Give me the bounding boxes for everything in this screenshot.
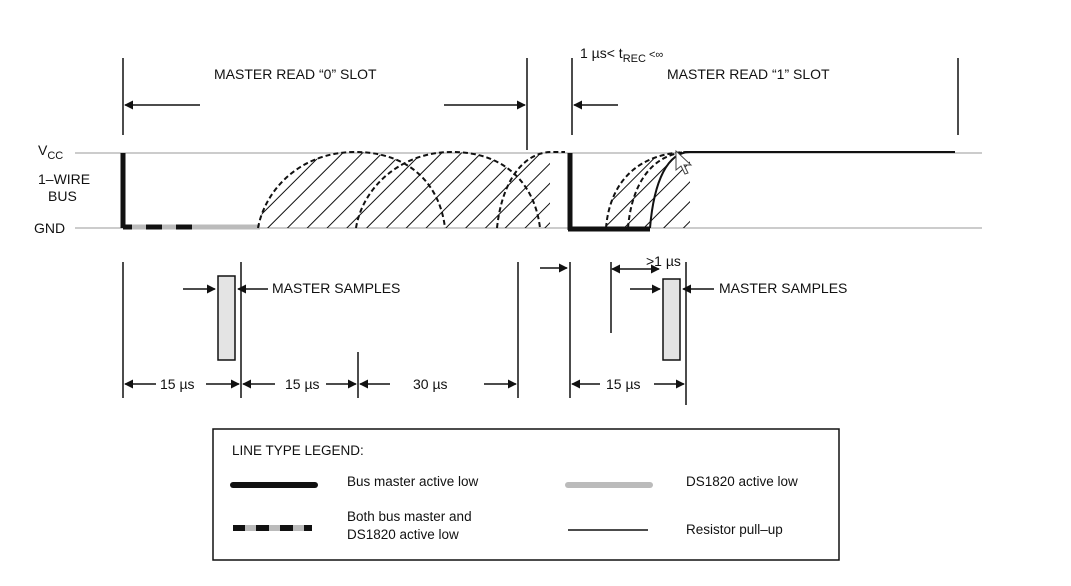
legend-both-line2: DS1820 active low [347, 527, 459, 542]
timing-t1: 15 µs [160, 376, 195, 392]
trec-label: 1 µs< tREC <∞ [580, 45, 663, 65]
bus-label-line2: BUS [48, 188, 77, 204]
legend-pullup: Resistor pull–up [686, 522, 783, 537]
sample-window-left [217, 275, 236, 361]
bus-label-line1: 1–WIRE [38, 171, 90, 187]
legend-both-line1: Both bus master and [347, 509, 472, 524]
vcc-label: VCC [38, 142, 63, 162]
gnd-label: GND [34, 220, 65, 236]
slot1-rise-curve-2 [627, 151, 691, 229]
slot0-rise-curve-3 [496, 151, 565, 229]
slot0-title: MASTER READ “0” SLOT [214, 66, 377, 82]
trec-suffix: <∞ [646, 49, 663, 61]
slot0-rise-curve-1 [257, 150, 446, 229]
timing-t4: 15 µs [606, 376, 641, 392]
slot0-hatched-rise-region [258, 152, 550, 228]
gt1us-label: >1 µs [646, 253, 681, 269]
vcc-sub: CC [47, 150, 63, 162]
legend-bus-master: Bus master active low [347, 474, 479, 489]
timing-t2: 15 µs [285, 376, 320, 392]
vcc-text: V [38, 142, 48, 158]
slot0-rise-curve-2 [355, 150, 541, 229]
slot1-rise-curve-3 [649, 151, 691, 229]
legend-ds1820: DS1820 active low [686, 474, 798, 489]
mouse-cursor-icon [675, 149, 693, 175]
master-samples-right: MASTER SAMPLES [719, 280, 847, 296]
trec-prefix: 1 µs< t [580, 45, 623, 61]
master-samples-left: MASTER SAMPLES [272, 280, 400, 296]
slot1-title: MASTER READ “1” SLOT [667, 66, 830, 82]
trec-sub: REC [623, 53, 646, 65]
legend-box [212, 428, 840, 561]
timing-t3: 30 µs [413, 376, 448, 392]
legend-title: LINE TYPE LEGEND: [232, 443, 364, 458]
sample-window-right [662, 278, 681, 361]
